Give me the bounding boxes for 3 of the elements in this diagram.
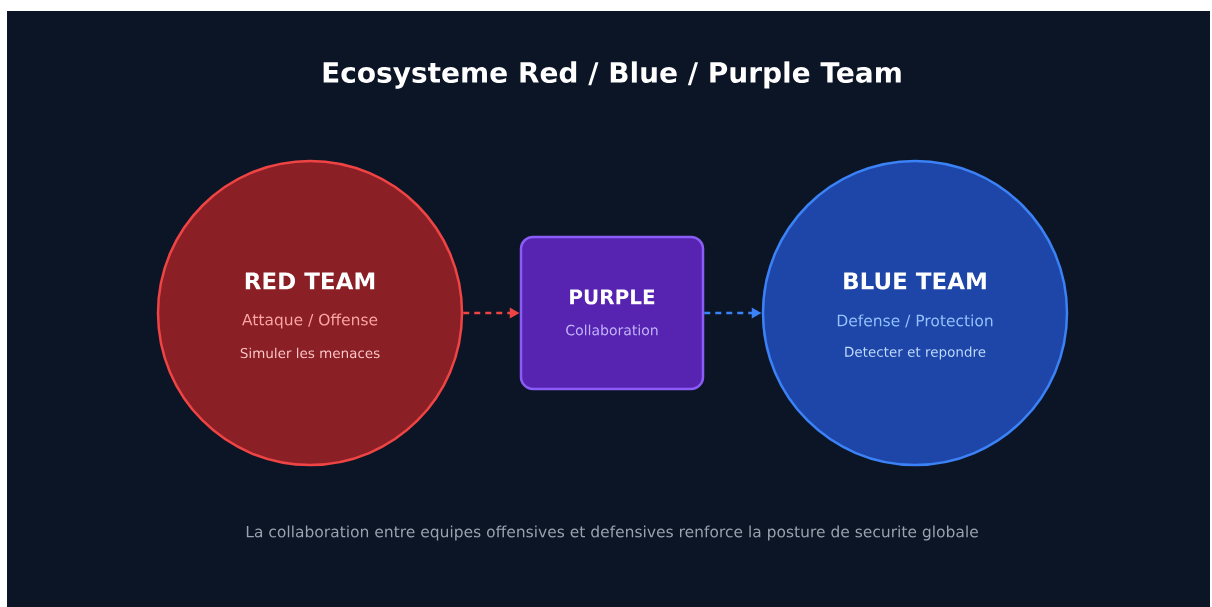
title: Ecosysteme Red / Blue / Purple Team: [323, 61, 901, 89]
caption: La collaboration entre equipes offensives et defensives renforce la posture de securite globale: [246, 525, 978, 541]
team-box: PURPLE Collaboration: [519, 235, 705, 391]
